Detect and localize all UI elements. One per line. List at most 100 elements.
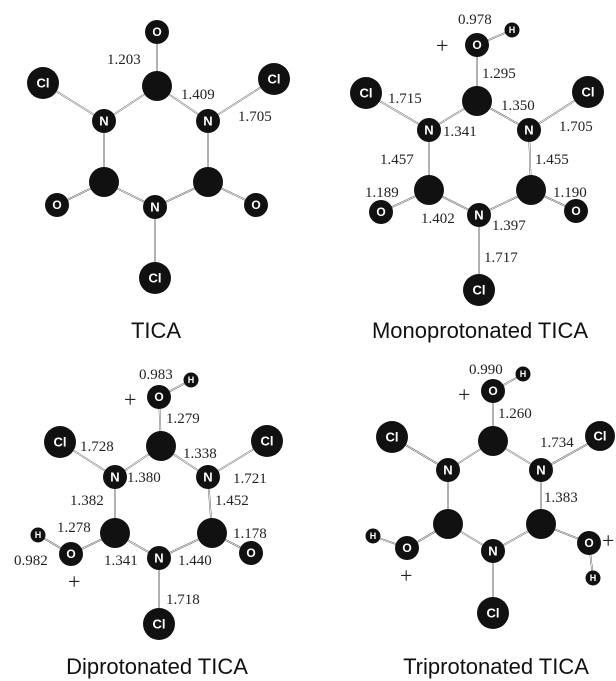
svg-text:Cl: Cl [386,430,399,445]
svg-text:Cl: Cl [487,606,500,621]
bond-length-label: 1.341 [443,124,477,140]
svg-text:H: H [509,25,516,35]
carbon-atom [414,175,444,205]
carbon-atom [197,518,227,548]
carbon-atom [146,431,176,461]
chlorine-atom: Cl [44,426,76,458]
bonds [42,32,275,278]
oxygen-atom: O [481,379,505,403]
svg-text:O: O [152,25,161,39]
bond-length-label: 1.350 [501,98,535,114]
bond-length-label: 1.189 [365,185,399,201]
bond-length-label: 1.455 [535,152,569,168]
oxygen-atom: O [239,541,263,565]
positive-charge: + [602,528,614,553]
oxygen-atom: O [564,199,588,223]
carbon-atom [516,175,546,205]
carbon-atom [100,518,130,548]
chlorine-atom: Cl [251,425,283,457]
svg-text:N: N [443,463,452,478]
svg-text:O: O [584,536,593,550]
svg-text:N: N [154,551,163,566]
molecule-caption: Diprotonated TICA [66,654,248,679]
bond-length-label: 1.380 [127,470,161,486]
svg-text:Cl: Cl [582,85,595,100]
bond-length-label: 1.178 [233,526,267,542]
hydrogen-atom: H [365,528,381,544]
bond-lengths: 0.990 1.260 1.734 1.383 [469,362,578,506]
bond-length-label: 1.278 [57,520,91,536]
nitrogen-atom: N [481,539,505,563]
svg-text:N: N [474,208,483,223]
svg-text:O: O [472,38,481,52]
oxygen-atom: O [45,193,69,217]
oxygen-atom: O [465,33,489,57]
positive-charge: + [436,33,448,58]
positive-charge: + [124,387,136,412]
svg-text:O: O [154,390,163,404]
bond-length-label: 1.397 [492,218,526,234]
bond-length-label: 1.341 [104,553,138,569]
carbon-atom [478,426,508,456]
bond-length-label: 1.718 [166,592,200,608]
nitrogen-atom: N [417,118,441,142]
nitrogen-atom: N [92,109,116,133]
bond-length-label: 1.409 [181,87,215,103]
svg-text:N: N [203,470,212,485]
bond-length-label: 0.982 [14,553,48,569]
oxygen-atom: O [395,536,419,560]
bond-length-label: 1.717 [484,250,518,266]
bond-length-label: 1.295 [482,66,516,82]
svg-text:Cl: Cl [153,617,166,632]
positive-charge: + [400,563,412,588]
bond-length-label: 1.705 [559,119,593,135]
carbon-atom [462,86,492,116]
svg-text:O: O [246,546,255,560]
bond-length-label: 1.383 [544,490,578,506]
svg-text:N: N [110,470,119,485]
hydrogen-atom: H [585,570,601,586]
bond-length-label: 1.190 [553,185,587,201]
carbon-atom [193,167,223,197]
bond-length-label: 1.402 [421,211,455,227]
svg-text:O: O [66,547,75,561]
nitrogen-atom: N [467,203,491,227]
chlorine-atom: Cl [350,77,382,109]
oxygen-atom: O [145,20,169,44]
carbon-atom [89,167,119,197]
bond-length-label: 0.990 [469,362,503,378]
oxygen-atom: O [59,542,83,566]
bond-length-label: 1.260 [498,406,532,422]
svg-text:N: N [150,200,159,215]
svg-text:Cl: Cl [268,72,281,87]
molecule-diprotonated-tica: H O N N N Cl Cl O H O Cl 0.983 1.279 1.7… [14,367,283,679]
svg-text:O: O [251,198,260,212]
nitrogen-atom: N [517,118,541,142]
bond-lengths: 0.978 1.295 1.715 1.350 1.341 1.705 1.45… [365,12,593,266]
bond-length-label: 1.728 [80,439,114,455]
bond-length-label: 1.338 [183,446,217,462]
chlorine-atom: Cl [463,274,495,306]
chlorine-atom: Cl [376,421,408,453]
nitrogen-atom: N [196,465,220,489]
svg-text:N: N [536,463,545,478]
svg-text:N: N [203,114,212,129]
svg-text:N: N [99,114,108,129]
hydrogen-atom: H [30,527,46,543]
bond-length-label: 0.978 [458,12,492,28]
bond-length-label: 1.452 [215,493,249,509]
bond-length-label: 1.734 [540,435,574,451]
positive-charge: + [68,569,80,594]
atoms: O N N N Cl Cl O O Cl [27,20,290,294]
positive-charge: + [458,382,470,407]
svg-text:Cl: Cl [54,435,67,450]
bond-lengths: 0.983 1.279 1.728 1.338 1.380 1.721 1.38… [14,367,267,608]
molecule-caption: TICA [131,318,181,343]
svg-text:Cl: Cl [594,429,607,444]
chlorine-atom: Cl [258,63,290,95]
carbon-atom [526,509,556,539]
bond-lengths: 1.203 1.409 1.705 [107,52,272,125]
svg-text:N: N [524,123,533,138]
hydrogen-atom: H [183,372,199,388]
carbon-atom [433,509,463,539]
